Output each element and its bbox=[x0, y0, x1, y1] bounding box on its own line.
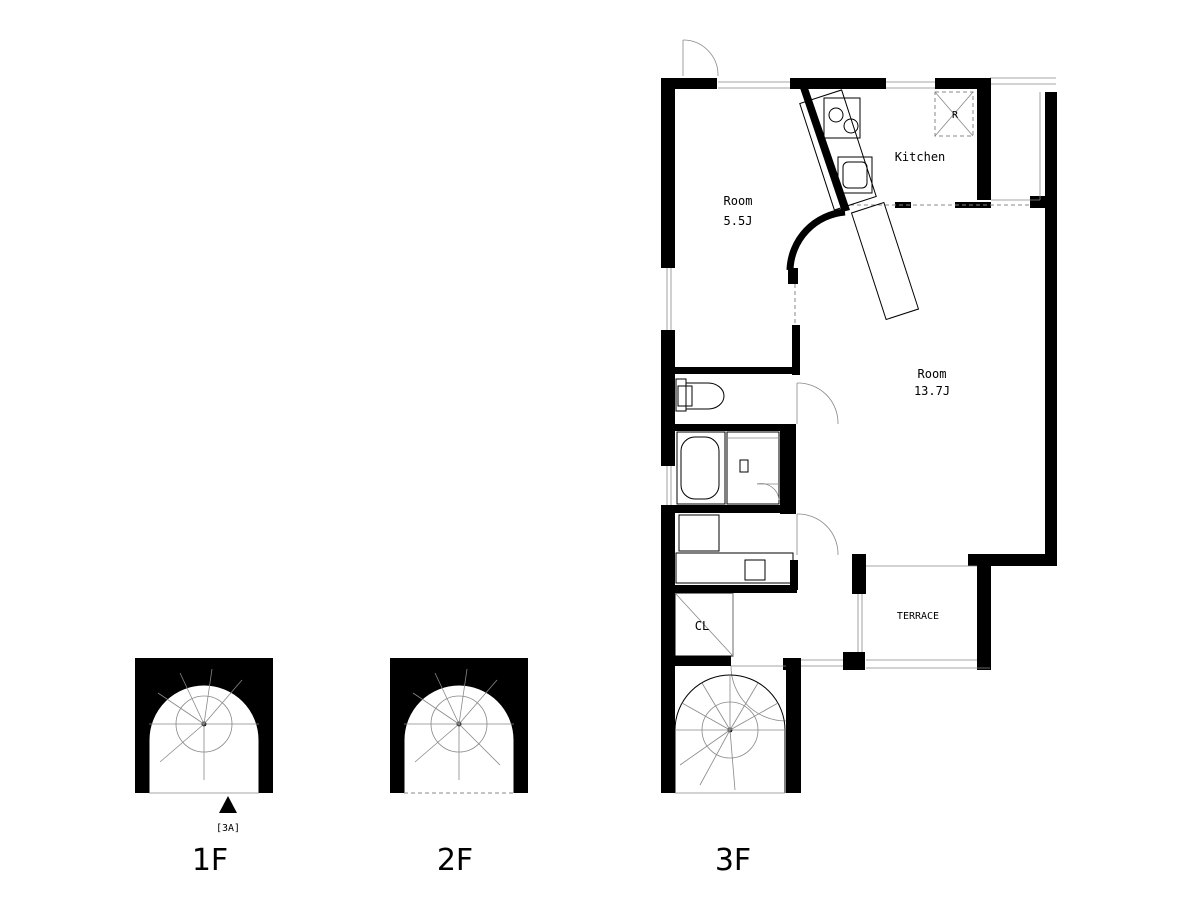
wash-door-swing bbox=[796, 513, 839, 556]
wall-kitchen-east bbox=[977, 78, 991, 200]
wall-terrace-west bbox=[852, 554, 866, 594]
stair-1f: [3A] 1F bbox=[135, 658, 273, 878]
wall-wash-bottom bbox=[661, 585, 797, 593]
wall-room-divider bbox=[792, 325, 800, 375]
wash-basin-icon bbox=[744, 559, 766, 581]
fridge-label: R bbox=[952, 110, 959, 121]
stair-3f-wall-east bbox=[786, 665, 801, 793]
wall-terrace-east bbox=[977, 554, 991, 670]
fridge-space bbox=[934, 91, 974, 137]
floor-label-1f: 1F bbox=[192, 843, 228, 878]
floor-label-2f: 2F bbox=[437, 843, 473, 878]
room-a-name: Room bbox=[724, 194, 753, 208]
stair-2f: 2F bbox=[390, 658, 528, 878]
toilet-icon bbox=[685, 382, 725, 410]
wall-west-upper bbox=[661, 78, 675, 268]
kitchen-sink-icon bbox=[837, 156, 873, 194]
wash-counter bbox=[675, 552, 794, 584]
toilet-door-swing bbox=[796, 382, 839, 425]
wall-toilet-bottom bbox=[675, 424, 795, 431]
room-a-size: 5.5J bbox=[724, 214, 753, 228]
stair-1f-walls bbox=[135, 658, 273, 793]
bathtub-icon bbox=[676, 431, 726, 505]
triangle-up-icon bbox=[219, 796, 237, 813]
wall-bath-east bbox=[780, 424, 796, 514]
closet-label: CL bbox=[695, 619, 709, 633]
stair-door-swing bbox=[730, 665, 787, 722]
table-counter bbox=[850, 201, 920, 321]
floor-label-3f: 3F bbox=[715, 843, 751, 878]
entry-door-swing bbox=[682, 39, 719, 77]
wall-curved bbox=[786, 208, 846, 271]
entrance-label: [3A] bbox=[216, 823, 240, 834]
room-b-size: 13.7J bbox=[914, 384, 950, 398]
wall-west-mid bbox=[661, 330, 675, 466]
wall-toilet-top bbox=[675, 367, 795, 374]
wall-west-lower bbox=[661, 505, 675, 793]
wall-bath-bottom bbox=[661, 505, 796, 513]
unit-3f: Room 5.5J Kitchen R Room 13.7J CL TERRAC… bbox=[661, 39, 1057, 794]
kitchen-counter bbox=[799, 89, 877, 211]
wall-north-mid bbox=[790, 78, 886, 89]
kitchen-label: Kitchen bbox=[895, 150, 946, 164]
stair-2f-walls bbox=[390, 658, 528, 793]
stove-icon bbox=[823, 97, 861, 139]
room-b-name: Room bbox=[918, 367, 947, 381]
wall-east bbox=[1045, 92, 1057, 564]
washing-machine-icon bbox=[678, 514, 720, 552]
terrace-label: TERRACE bbox=[897, 611, 939, 622]
